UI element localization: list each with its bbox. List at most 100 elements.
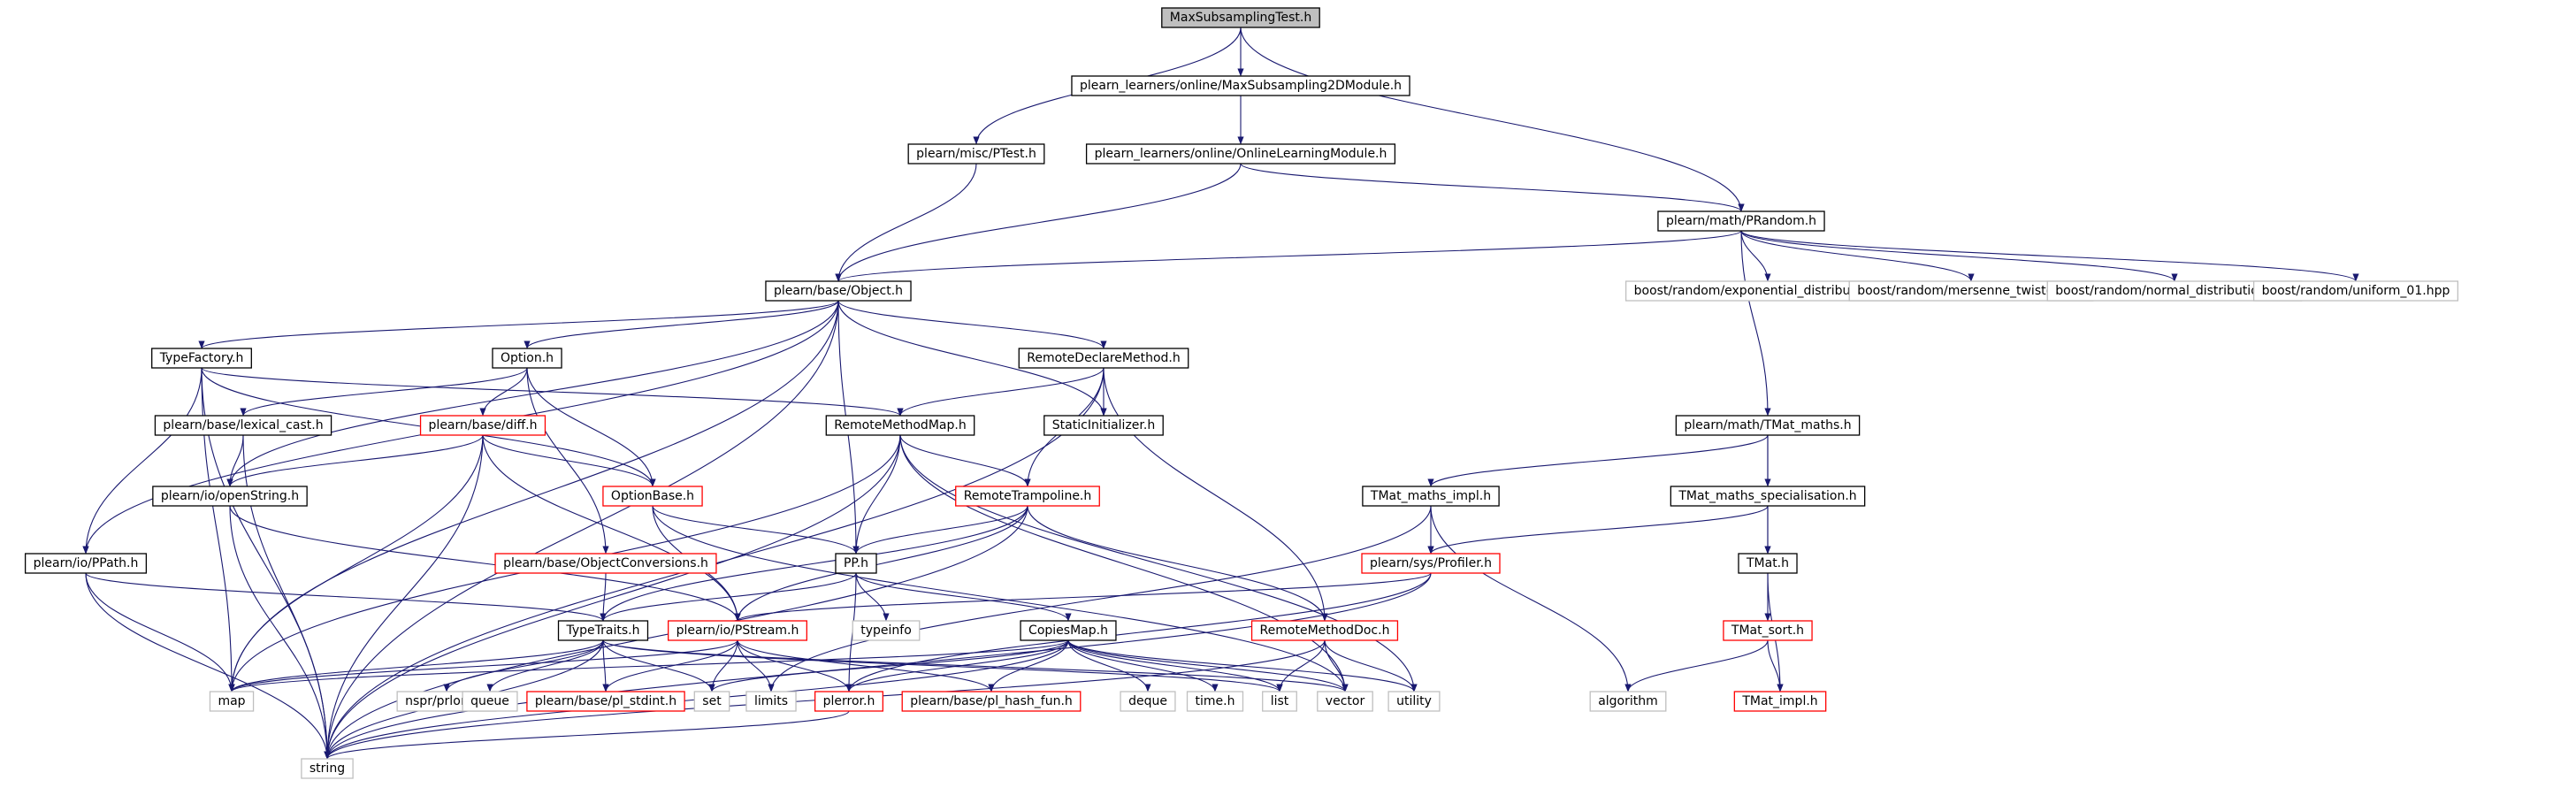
node-list[interactable]: list <box>1262 691 1297 712</box>
node-vector[interactable]: vector <box>1317 691 1373 712</box>
node-pp[interactable]: PP.h <box>835 553 877 574</box>
node-tmatmaths[interactable]: plearn/math/TMat_maths.h <box>1675 415 1861 436</box>
node-deque[interactable]: deque <box>1120 691 1176 712</box>
node-object[interactable]: plearn/base/Object.h <box>765 280 912 302</box>
edge-pp-to-typetraits <box>600 572 857 622</box>
node-maxsub2d[interactable]: plearn_learners/online/MaxSubsampling2DM… <box>1071 75 1410 96</box>
node-objconv[interactable]: plearn/base/ObjectConversions.h <box>494 553 717 574</box>
node-rtramp[interactable]: RemoteTrampoline.h <box>955 486 1100 507</box>
node-box <box>814 691 884 712</box>
edge-tmatimpl-to-algorithm <box>1430 505 1632 692</box>
edge-rmm-to-pp <box>852 434 901 555</box>
node-utility[interactable]: utility <box>1387 691 1441 712</box>
node-box <box>492 348 562 369</box>
node-profiler[interactable]: plearn/sys/Profiler.h <box>1361 553 1501 574</box>
node-optionbase[interactable]: OptionBase.h <box>602 486 703 507</box>
node-plstdint[interactable]: plearn/base/pl_stdint.h <box>526 691 685 712</box>
node-box <box>765 280 912 302</box>
edge-ptest-to-object <box>835 163 977 282</box>
node-box <box>901 691 1082 712</box>
node-string[interactable]: string <box>301 758 354 779</box>
node-box <box>209 691 255 712</box>
node-root[interactable]: MaxSubsamplingTest.h <box>1161 7 1320 28</box>
node-box <box>2252 280 2459 302</box>
node-box <box>1387 691 1441 712</box>
edge-tmatsort-to-tmatimplh <box>1767 639 1784 692</box>
node-mersenne[interactable]: boost/random/mersenne_twister.hpp <box>1848 280 2094 302</box>
node-expdist[interactable]: boost/random/exponential_distribution.hp… <box>1624 280 1911 302</box>
edges-layer <box>82 27 2359 760</box>
node-rdm[interactable]: RemoteDeclareMethod.h <box>1018 348 1189 369</box>
node-olm[interactable]: plearn_learners/online/OnlineLearningMod… <box>1085 143 1396 164</box>
edge-tmatsort-to-algorithm <box>1624 639 1769 692</box>
node-openstring[interactable]: plearn/io/openString.h <box>152 486 308 507</box>
nodes-layer: MaxSubsamplingTest.h plearn/misc/PTest.h p… <box>24 7 2459 779</box>
node-option[interactable]: Option.h <box>492 348 562 369</box>
node-box <box>557 620 649 641</box>
edge-pstream-to-map <box>228 639 738 692</box>
node-label: vector <box>1326 694 1365 708</box>
node-box <box>1670 486 1866 507</box>
node-set[interactable]: set <box>693 691 730 712</box>
node-label: PP.h <box>844 556 868 570</box>
node-diff[interactable]: plearn/base/diff.h <box>419 415 547 436</box>
node-hashfun[interactable]: plearn/base/pl_hash_fun.h <box>901 691 1082 712</box>
edge-object-to-string <box>324 300 839 760</box>
node-limits[interactable]: limits <box>745 691 797 712</box>
node-uniform01[interactable]: boost/random/uniform_01.hpp <box>2252 280 2459 302</box>
node-box <box>1020 620 1117 641</box>
node-box <box>825 415 975 436</box>
node-box <box>852 620 921 641</box>
node-prandom[interactable]: plearn/math/PRandom.h <box>1657 210 1825 232</box>
node-typetraits[interactable]: TypeTraits.h <box>557 620 649 641</box>
node-typefactory[interactable]: TypeFactory.h <box>151 348 252 369</box>
node-timeh[interactable]: time.h <box>1186 691 1244 712</box>
node-label: plearn_learners/online/MaxSubsampling2DM… <box>1080 79 1402 93</box>
node-rmm[interactable]: RemoteMethodMap.h <box>825 415 975 436</box>
node-pstream[interactable]: plearn/io/PStream.h <box>668 620 807 641</box>
node-box <box>1675 415 1861 436</box>
edge-olm-to-object <box>835 163 1242 282</box>
node-tmatimpl[interactable]: TMat_maths_impl.h <box>1362 486 1500 507</box>
node-label: utility <box>1396 694 1432 708</box>
edge-typetraits-to-plstdint <box>602 639 609 692</box>
node-ppath[interactable]: plearn/io/PPath.h <box>24 553 148 574</box>
edge-copiesmap-to-plerror <box>845 639 1069 692</box>
node-algorithm[interactable]: algorithm <box>1589 691 1667 712</box>
node-label: plearn_learners/online/OnlineLearningMod… <box>1095 147 1387 161</box>
node-tmatspec[interactable]: TMat_maths_specialisation.h <box>1670 486 1866 507</box>
edge-rtramp-to-typetraits <box>600 505 1028 622</box>
node-box <box>745 691 797 712</box>
node-label: MaxSubsamplingTest.h <box>1170 11 1311 25</box>
node-plerror[interactable]: plerror.h <box>814 691 884 712</box>
node-tmat[interactable]: TMat.h <box>1738 553 1798 574</box>
node-label: boost/random/uniform_01.hpp <box>2262 284 2450 298</box>
node-staticinit[interactable]: StaticInitializer.h <box>1043 415 1164 436</box>
node-lexical[interactable]: plearn/base/lexical_cast.h <box>154 415 333 436</box>
edge-prandom-to-normdist <box>1740 230 2178 282</box>
edge-ppath-to-map <box>85 572 235 692</box>
node-tmatsort[interactable]: TMat_sort.h <box>1723 620 1813 641</box>
node-box <box>1085 143 1396 164</box>
edge-optionbase-to-pp <box>652 505 860 555</box>
node-ptest[interactable]: plearn/misc/PTest.h <box>907 143 1045 164</box>
node-tmatimplh[interactable]: TMat_impl.h <box>1733 691 1827 712</box>
node-label: boost/random/exponential_distribution.hp… <box>1634 284 1902 298</box>
node-queue[interactable]: queue <box>462 691 518 712</box>
node-box <box>1362 486 1500 507</box>
edge-prandom-to-mersenne <box>1740 230 1975 282</box>
edge-copiesmap-to-hashfun <box>988 639 1069 692</box>
node-normdist[interactable]: boost/random/normal_distribution.hpp <box>2046 280 2303 302</box>
node-typeinfo[interactable]: typeinfo <box>852 620 921 641</box>
node-rmdoc[interactable]: RemoteMethodDoc.h <box>1250 620 1399 641</box>
node-map[interactable]: map <box>209 691 255 712</box>
edge-option-to-optionbase <box>526 367 656 487</box>
node-box <box>1657 210 1825 232</box>
node-label: RemoteMethodMap.h <box>834 418 966 432</box>
node-label: plearn/misc/PTest.h <box>916 147 1036 161</box>
node-label: TMat_maths_specialisation.h <box>1678 489 1856 503</box>
edge-ppath-to-typetraits <box>85 572 607 622</box>
node-box <box>1361 553 1501 574</box>
edge-prandom-to-expdist <box>1740 230 1771 282</box>
node-copiesmap[interactable]: CopiesMap.h <box>1020 620 1117 641</box>
